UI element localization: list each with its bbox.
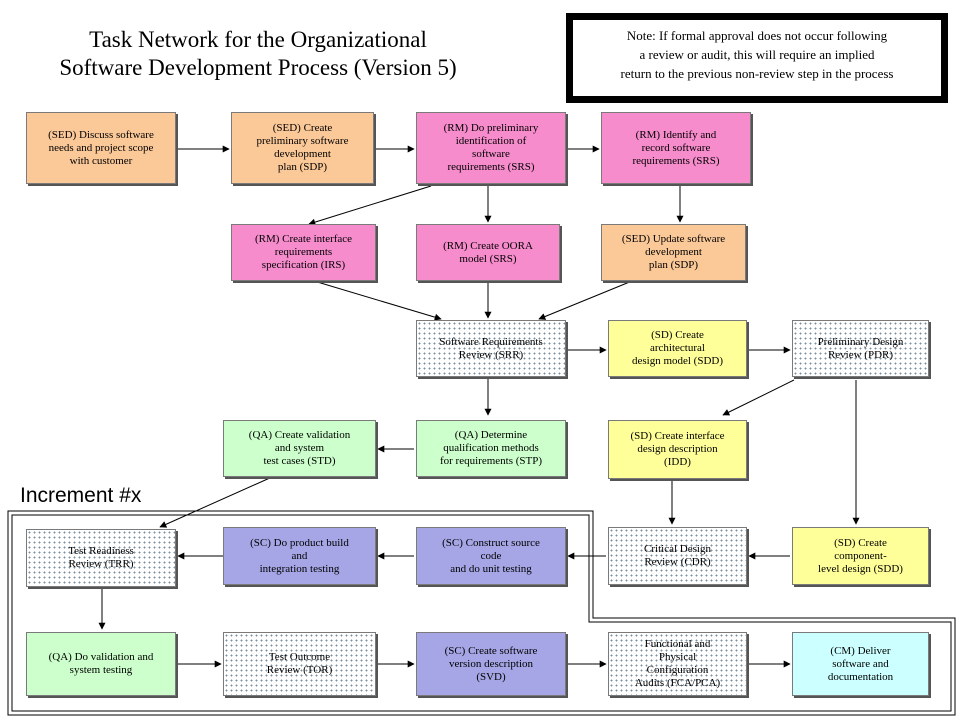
arrow-b3-b5 [308,185,432,226]
diagram-title: Task Network for the Organizational Soft… [18,26,498,82]
note-line-1: Note: If formal approval does not occur … [626,28,888,43]
arrow-b11-b14 [159,476,273,528]
note-box: Note: If formal approval does not occur … [566,13,948,103]
note-line-2: a review or audit, this will require an … [639,47,875,62]
arrow-b5-b8 [313,280,442,321]
title-line-2: Software Development Process (Version 5) [59,55,457,80]
arrow-b10-b13 [722,379,795,416]
arrow-b7-b8 [538,280,633,320]
note-line-3: return to the previous non-review step i… [620,66,894,81]
increment-border-outer [7,510,956,716]
increment-border-inner [11,514,952,712]
title-line-1: Task Network for the Organizational [89,27,427,52]
increment-label: Increment #x [20,484,142,507]
